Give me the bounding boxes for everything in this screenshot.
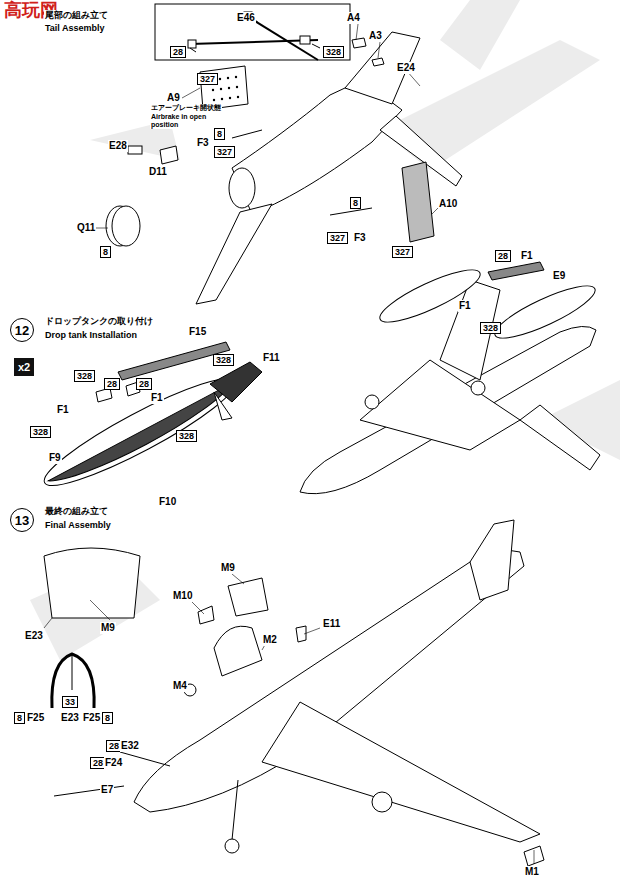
part-label: M9 bbox=[100, 622, 116, 634]
callout-text: x2 bbox=[18, 360, 30, 374]
callout-text: 328 bbox=[216, 355, 231, 365]
paint-callout: 327 bbox=[214, 146, 235, 158]
quantity-box: x2 bbox=[14, 358, 34, 376]
part-label: E24 bbox=[396, 62, 416, 74]
paint-callout: 327 bbox=[327, 232, 348, 244]
paint-callout: 8 bbox=[100, 246, 111, 258]
part-label: E23 bbox=[60, 712, 80, 724]
callout-text: 33 bbox=[65, 697, 75, 707]
callout-text: 328 bbox=[483, 323, 498, 333]
part-label: Drop tank Installation bbox=[44, 330, 138, 340]
callout-text: 8 bbox=[103, 247, 108, 257]
ghost-background bbox=[30, 0, 620, 660]
part-label: M4 bbox=[172, 680, 188, 692]
callout-text: 328 bbox=[33, 427, 48, 437]
part-label: F9 bbox=[48, 452, 62, 464]
callout-text: 8 bbox=[17, 713, 22, 723]
part-label: F1 bbox=[520, 250, 534, 262]
step-number: 12 bbox=[10, 318, 34, 342]
paint-callout: 28 bbox=[136, 378, 152, 390]
part-label: エアーブレーキ開状態 bbox=[150, 104, 222, 112]
paint-callout: 28 bbox=[104, 378, 120, 390]
part-label: D11 bbox=[148, 166, 168, 178]
step-number: 13 bbox=[10, 508, 34, 532]
part-label: M10 bbox=[172, 590, 193, 602]
part-label: A10 bbox=[438, 198, 458, 210]
part-label: F3 bbox=[196, 137, 210, 149]
part-label: Airbrake in open position bbox=[150, 113, 212, 129]
part-label: E46 bbox=[236, 12, 256, 24]
part-label: F24 bbox=[104, 757, 123, 769]
paint-callout: 28 bbox=[170, 46, 186, 58]
part-label: F3 bbox=[353, 232, 367, 244]
paint-callout: 327 bbox=[392, 246, 413, 258]
paint-callout: 8 bbox=[102, 712, 113, 724]
part-label: M9 bbox=[220, 562, 236, 574]
paint-callout: 328 bbox=[30, 426, 51, 438]
paint-callout: 327 bbox=[197, 73, 218, 85]
part-label: E7 bbox=[100, 784, 114, 796]
paint-callout: 8 bbox=[350, 197, 361, 209]
callout-text: 28 bbox=[93, 758, 103, 768]
callout-text: 327 bbox=[217, 147, 232, 157]
callout-text: 8 bbox=[353, 198, 358, 208]
part-label: F25 bbox=[26, 712, 45, 724]
part-label: F25 bbox=[82, 712, 101, 724]
part-label: ドロップタンクの取り付け bbox=[44, 316, 154, 326]
part-label: A3 bbox=[368, 30, 383, 42]
part-label: Tail Assembly bbox=[44, 23, 106, 33]
part-label: F1 bbox=[458, 300, 472, 312]
paint-callout: 328 bbox=[176, 430, 197, 442]
part-label: Final Assembly bbox=[44, 520, 112, 530]
callout-text: 28 bbox=[107, 379, 117, 389]
paint-callout: 33 bbox=[62, 696, 78, 708]
line-art bbox=[36, 4, 601, 866]
callout-text: 28 bbox=[498, 251, 508, 261]
callout-text: 28 bbox=[173, 47, 183, 57]
part-label: M1 bbox=[524, 866, 540, 878]
paint-callout: 328 bbox=[74, 370, 95, 382]
paint-callout: 8 bbox=[14, 712, 25, 724]
paint-callout: 8 bbox=[214, 128, 225, 140]
callout-text: 328 bbox=[326, 47, 341, 57]
part-label: M2 bbox=[262, 634, 278, 646]
callout-text: 13 bbox=[15, 513, 29, 528]
callout-text: 8 bbox=[217, 129, 222, 139]
paint-callout: 328 bbox=[213, 354, 234, 366]
part-label: E28 bbox=[108, 140, 128, 152]
part-label: Q11 bbox=[76, 222, 96, 234]
callout-text: 28 bbox=[109, 741, 119, 751]
part-label: E9 bbox=[552, 270, 566, 282]
part-label: 尾部の組み立て bbox=[44, 10, 109, 20]
part-label: A4 bbox=[346, 12, 361, 24]
callout-text: 327 bbox=[330, 233, 345, 243]
callout-text: 328 bbox=[77, 371, 92, 381]
part-label: F1 bbox=[150, 392, 164, 404]
part-label: F11 bbox=[262, 352, 281, 364]
part-label: E32 bbox=[120, 740, 140, 752]
paint-callout: 328 bbox=[480, 322, 501, 334]
part-label: F10 bbox=[158, 496, 177, 508]
callout-text: 28 bbox=[139, 379, 149, 389]
callout-text: 327 bbox=[200, 74, 215, 84]
part-label: F1 bbox=[56, 404, 70, 416]
paint-callout: 28 bbox=[495, 250, 511, 262]
callout-text: 327 bbox=[395, 247, 410, 257]
part-label: 最終の組み立て bbox=[44, 506, 109, 516]
part-label: A9 bbox=[166, 92, 181, 104]
part-label: E11 bbox=[322, 618, 341, 630]
paint-callout: 328 bbox=[323, 46, 344, 58]
part-label: F15 bbox=[188, 326, 207, 338]
part-label: E23 bbox=[24, 630, 44, 642]
callout-text: 8 bbox=[105, 713, 110, 723]
callout-text: 328 bbox=[179, 431, 194, 441]
callout-text: 12 bbox=[15, 323, 29, 338]
